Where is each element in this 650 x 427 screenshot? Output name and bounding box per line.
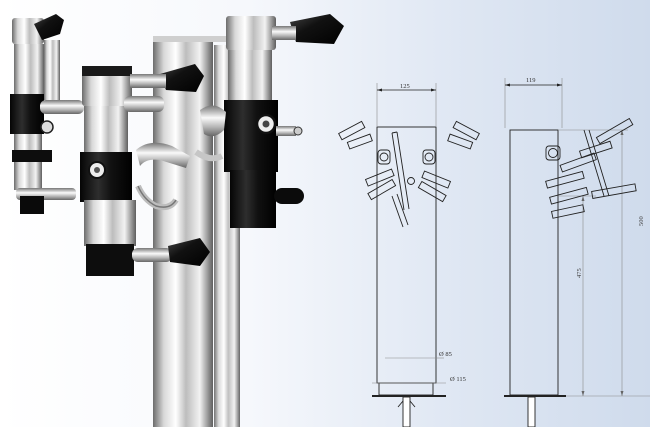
front-view-drawing bbox=[338, 83, 480, 427]
front-width-label: 125 bbox=[400, 83, 410, 90]
overall-height-label: 500 bbox=[638, 216, 645, 226]
diameter-inner-label: Ø 85 bbox=[439, 351, 452, 358]
tap-middle bbox=[80, 64, 210, 276]
side-view-drawing bbox=[504, 78, 650, 427]
tap-right bbox=[194, 14, 344, 228]
diameter-outer-label: Ø 115 bbox=[450, 376, 466, 383]
side-taps bbox=[545, 117, 637, 219]
product-photo bbox=[10, 14, 344, 427]
front-taps bbox=[338, 120, 480, 228]
tap-left bbox=[10, 14, 84, 214]
main-column bbox=[153, 36, 240, 427]
body-height-label: 475 bbox=[576, 268, 583, 278]
side-width-label: 119 bbox=[526, 77, 536, 84]
